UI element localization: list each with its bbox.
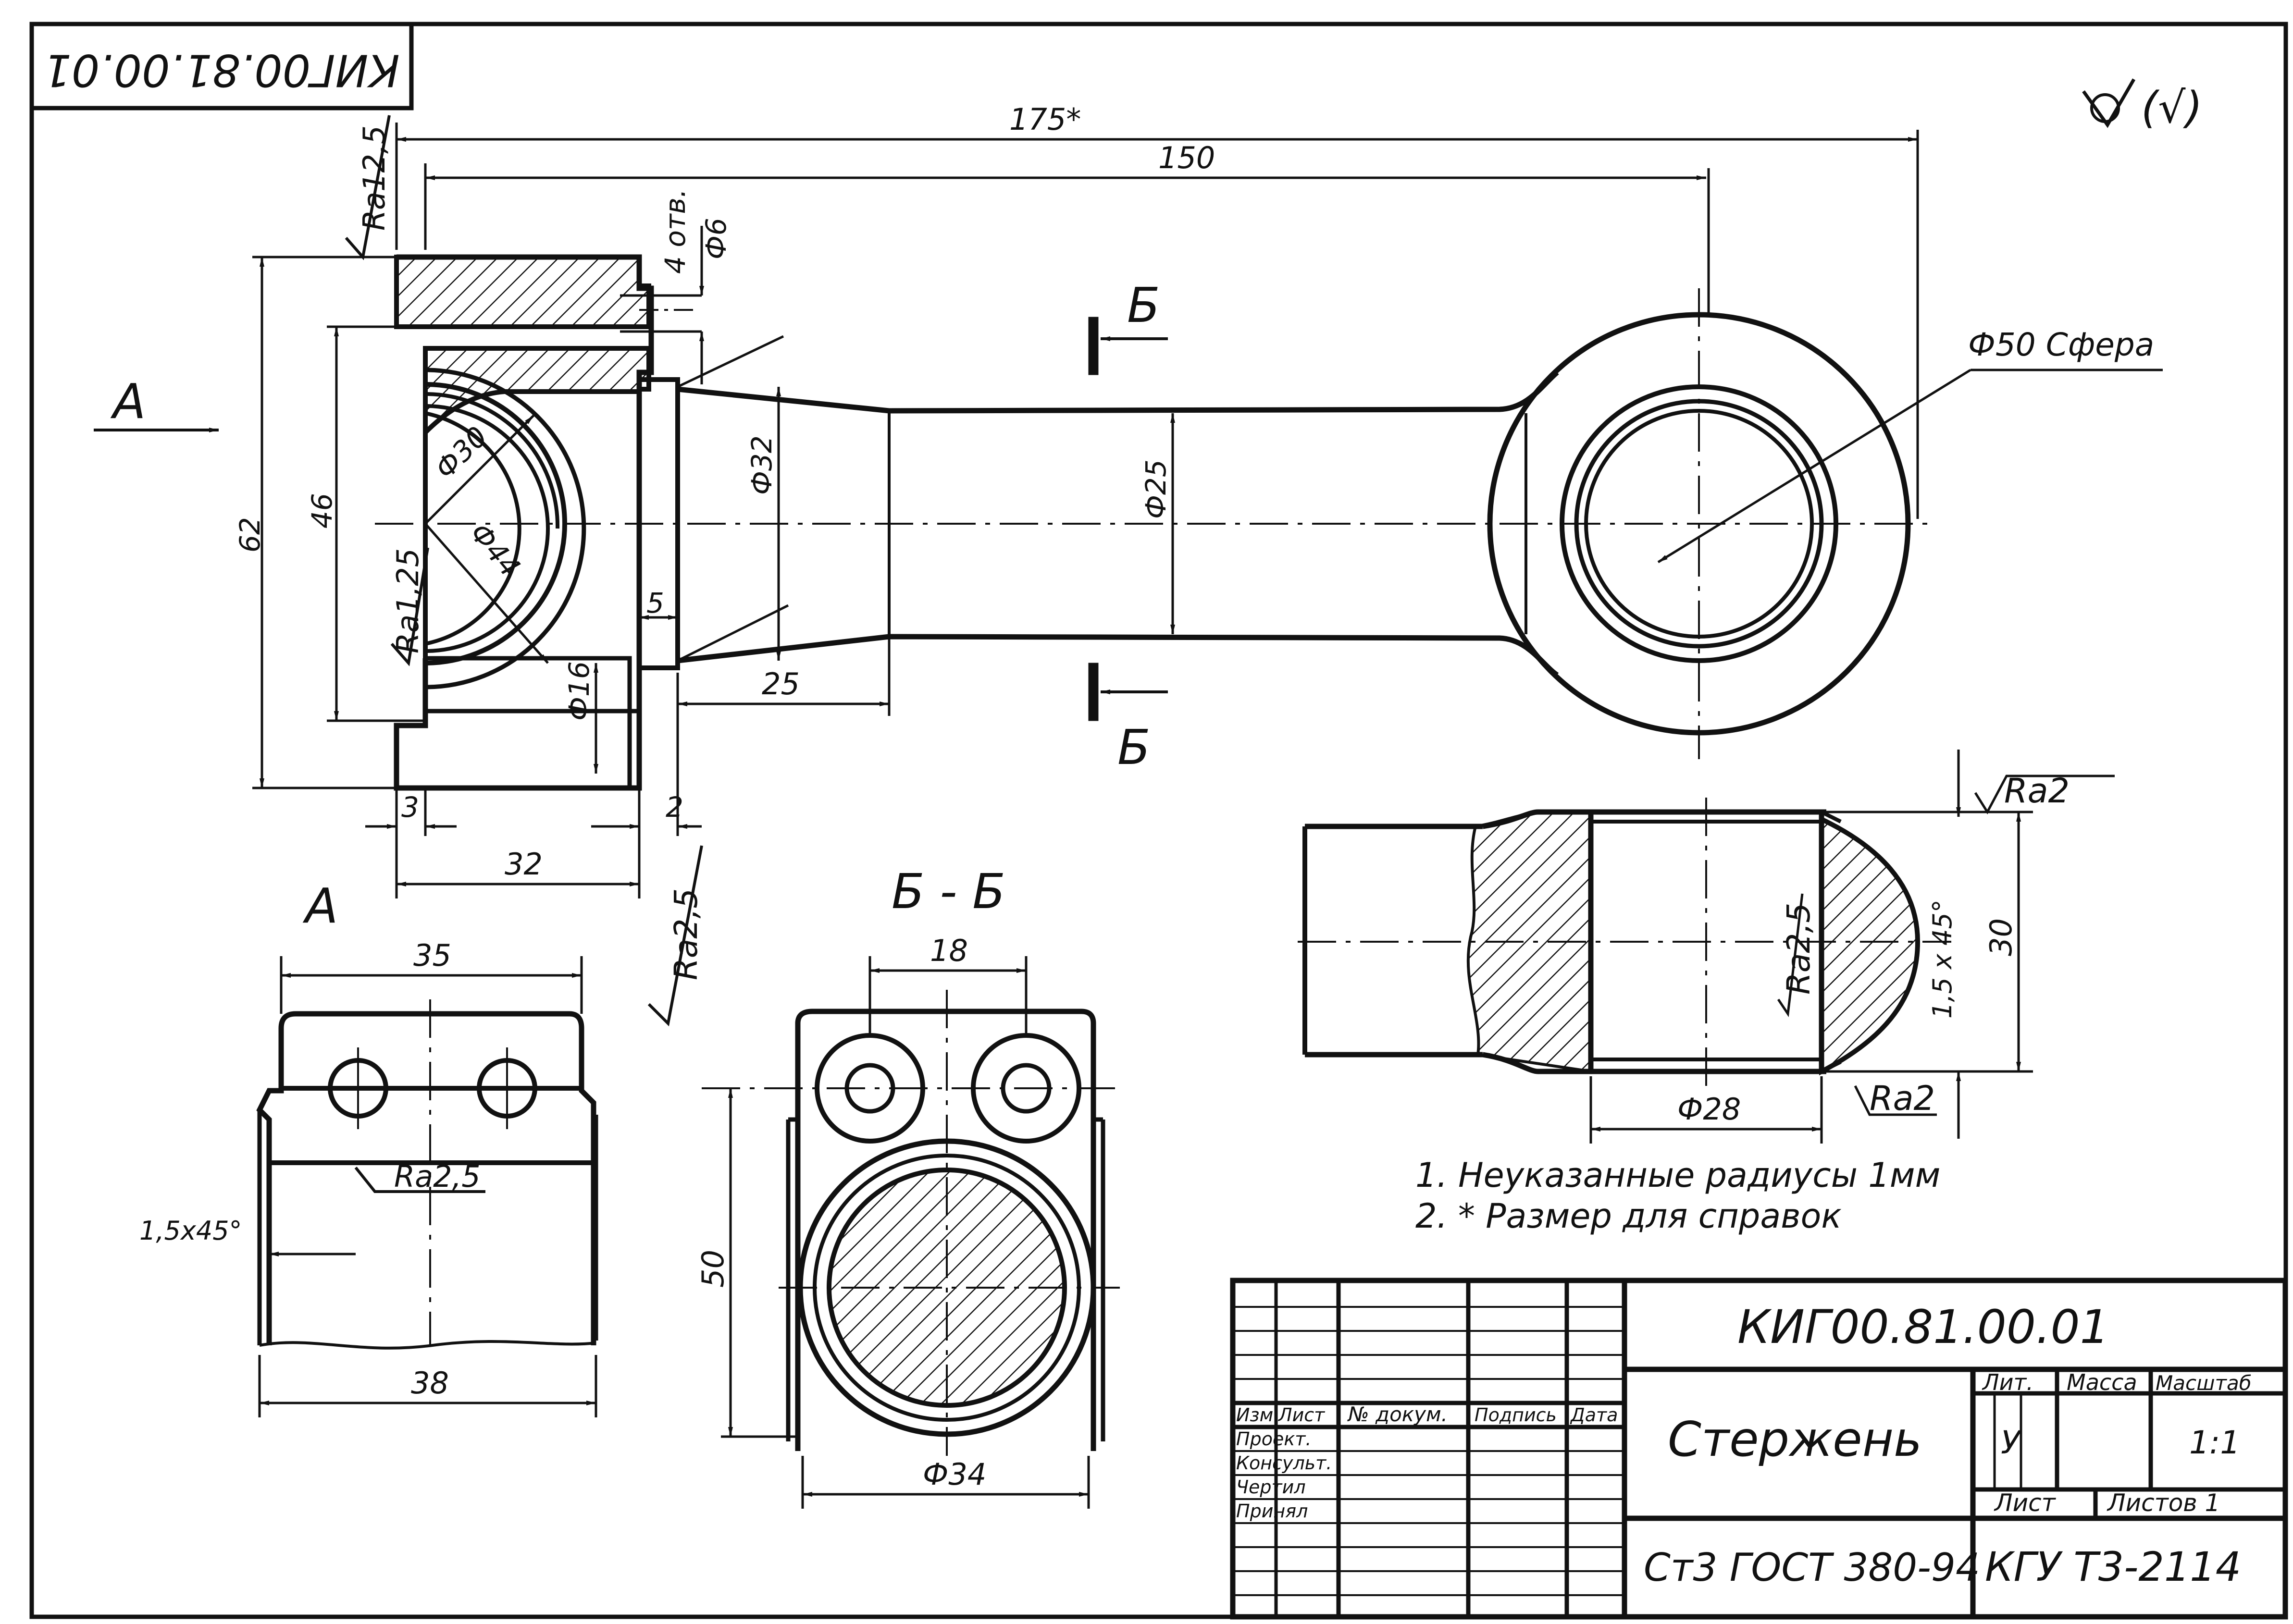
dim-32: 32 <box>505 847 543 882</box>
dim-2: 2 <box>666 791 683 824</box>
dim-50: 50 <box>695 1250 731 1288</box>
dim-3: 3 <box>401 791 419 824</box>
dim-d28: Ф28 <box>1677 1092 1741 1127</box>
tb-org: КГУ Т3-2114 <box>1985 1543 2241 1590</box>
ra-section-top: Ra2 <box>2004 771 2070 811</box>
sheet-frame <box>29 22 2288 1619</box>
dim-d16: Ф16 <box>563 661 595 721</box>
main-roughness-signs <box>345 115 703 1027</box>
dim-holes: 4 отв. <box>659 189 692 274</box>
dim-35: 35 <box>413 938 451 973</box>
dim-d25: Ф25 <box>1140 459 1172 519</box>
section-bb-labels: Б - Б 18 50 Ф34 <box>695 863 1005 1492</box>
tb-name: Стержень <box>1668 1411 1922 1467</box>
title-block-text: КИГ00.81.00.01 Стержень Ст3 ГОСТ 380-94 … <box>1236 1300 2252 1590</box>
section-bb-dims <box>721 956 1090 1509</box>
stamp-code: КИГ00.81.00.01 <box>43 45 399 96</box>
dim-175: 175* <box>1009 102 1081 137</box>
general-roughness: (√) <box>2082 78 2203 133</box>
local-section-dims <box>1589 750 2115 1144</box>
tb-col-date: Дата <box>1570 1404 1618 1426</box>
tb-sheets-label: Листов 1 <box>2107 1489 2220 1517</box>
tb-row-proekt: Проект. <box>1236 1428 1312 1450</box>
dim-d32: Ф32 <box>745 435 778 495</box>
main-view <box>375 254 1937 791</box>
ra-section-inner: Ra2,5 <box>1780 903 1817 995</box>
tb-material: Ст3 ГОСТ 380-94 <box>1644 1545 1980 1590</box>
tb-mass-header: Масса <box>2067 1369 2137 1395</box>
tb-lit-header: Лит. <box>1982 1369 2033 1395</box>
tb-col-sign: Подпись <box>1475 1404 1557 1426</box>
view-a-title: А <box>302 878 338 934</box>
tb-col-doc: № докум. <box>1347 1403 1448 1426</box>
local-section-labels: Ra2 Ra2,5 Ra2 30 1,5 х 45° Ф28 <box>1677 771 2070 1127</box>
section-bb <box>702 990 1120 1456</box>
tb-row-konsult: Консульт. <box>1236 1452 1332 1474</box>
view-a-labels: А 35 38 1,5х45° Ra2,5 <box>139 878 481 1401</box>
dim-5: 5 <box>646 587 664 619</box>
ra-view-a: Ra2,5 <box>394 1159 481 1194</box>
dim-46: 46 <box>306 493 338 529</box>
tb-sheet-label: Лист <box>1994 1489 2057 1517</box>
title-block <box>1230 1278 2288 1620</box>
roughness-general-text: (√) <box>2141 83 2203 133</box>
view-a-dims <box>258 956 597 1417</box>
notes: 1. Неуказанные радиусы 1мм 2. * Размер д… <box>1415 1156 1940 1236</box>
main-dimensions <box>252 123 2163 898</box>
cut-b-bottom: Б <box>1117 719 1151 775</box>
tb-col-izm: Изм <box>1236 1404 1273 1426</box>
dim-d6: Ф6 <box>700 218 732 259</box>
dim-sphere: Ф50 Сфера <box>1968 326 2154 363</box>
section-cut-marks <box>94 317 1168 721</box>
dim-38: 38 <box>411 1366 449 1401</box>
tb-row-chertil: Чертил <box>1236 1476 1306 1498</box>
note-1: 1. Неуказанные радиусы 1мм <box>1415 1156 1940 1195</box>
dim-chamfer-a: 1,5х45° <box>139 1216 242 1246</box>
local-section <box>1298 798 1951 1086</box>
ra-top: Ra12,5 <box>357 125 392 231</box>
section-bb-title: Б - Б <box>892 863 1005 920</box>
note-2: 2. * Размер для справок <box>1415 1196 1842 1236</box>
ra-section-bottom: Ra2 <box>1870 1079 1935 1118</box>
cut-b-top: Б <box>1127 277 1160 333</box>
dim-18: 18 <box>930 933 968 968</box>
view-a <box>256 999 598 1350</box>
ra-left: Ra1,25 <box>390 548 425 653</box>
stamp-code-box: КИГ00.81.00.01 <box>29 22 414 111</box>
tb-code: КИГ00.81.00.01 <box>1737 1300 2109 1354</box>
arrow-a-label: А <box>110 373 146 430</box>
ra-low: Ra2,5 <box>668 888 705 980</box>
tb-col-list: Лист <box>1277 1404 1326 1426</box>
tb-scale-header: Масштаб <box>2156 1371 2252 1395</box>
dim-150: 150 <box>1158 140 1215 175</box>
dim-30: 30 <box>1983 918 2019 956</box>
tb-scale-value: 1:1 <box>2189 1424 2240 1461</box>
dim-62: 62 <box>234 517 266 553</box>
tb-row-prinyal: Принял <box>1236 1501 1308 1522</box>
dim-25: 25 <box>762 666 800 701</box>
dim-chamfer-section: 1,5 х 45° <box>1927 899 1958 1019</box>
main-view-labels: 175* 150 4 отв. Ф6 Ф50 Сфера 62 46 Ф30 Ф… <box>110 102 2154 980</box>
tb-lit-value: У <box>2001 1424 2022 1461</box>
dim-d30: Ф30 <box>429 420 494 485</box>
dim-d34: Ф34 <box>923 1457 986 1492</box>
